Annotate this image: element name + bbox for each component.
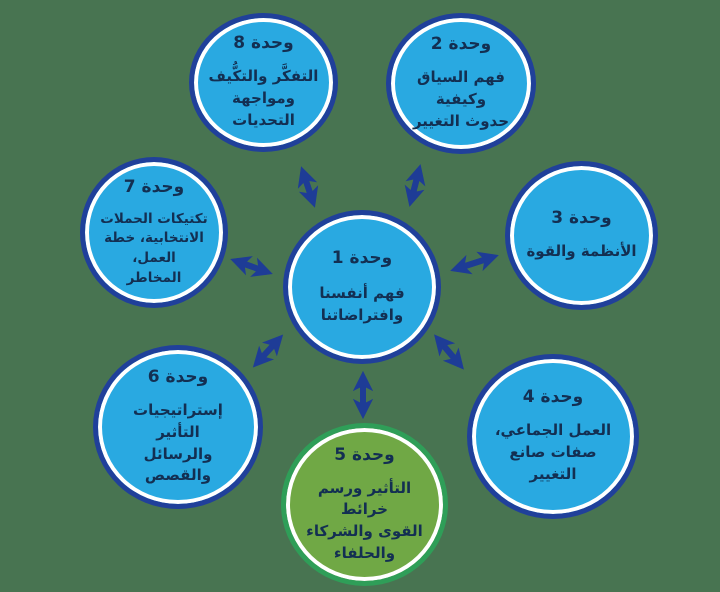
- double-arrow-unit1-unit7: [230, 256, 273, 277]
- double-arrow-unit1-unit3: [450, 251, 499, 275]
- unit-7-description: تكتيكات الحملات الانتخابية، خطة العمل، ا…: [100, 210, 208, 286]
- unit-2-description: فهم السياق وكيفية حدوث التغيير: [412, 68, 510, 130]
- unit-6-circle: وحدة 6 إستراتيجيات التأثير والرسائل والق…: [93, 345, 263, 509]
- unit-4-circle: وحدة 4 العمل الجماعي، صفات صانع التغيير: [467, 354, 639, 519]
- unit-6-title: وحدة 6: [147, 367, 209, 387]
- unit-3-circle: وحدة 3 الأنظمة والقوة: [505, 161, 658, 310]
- unit-1-circle: وحدة 1 فهم أنفسنا وافتراضاتنا: [283, 210, 441, 364]
- unit-4-description: العمل الجماعي، صفات صانع التغيير: [494, 421, 612, 483]
- unit-5-description: التأثير ورسم خرائط القوى والشركاء والحلف…: [306, 478, 423, 562]
- unit-1-title: وحدة 1: [331, 247, 393, 268]
- unit-7-title: وحدة 7: [123, 176, 185, 197]
- unit-1-description: فهم أنفسنا وافتراضاتنا: [319, 283, 405, 324]
- unit-3-description: الأنظمة والقوة: [526, 242, 637, 261]
- double-arrow-unit1-unit8: [297, 166, 319, 208]
- double-arrow-unit1-unit6: [252, 334, 284, 368]
- unit-8-title: وحدة 8: [233, 33, 294, 54]
- unit-5-circle: وحدة 5 التأثير ورسم خرائط القوى والشركاء…: [281, 423, 448, 586]
- unit-2-circle: وحدة 2 فهم السياق وكيفية حدوث التغيير: [386, 13, 536, 154]
- unit-6-description: إستراتيجيات التأثير والرسائل والقصص: [133, 401, 223, 485]
- unit-2-title: وحدة 2: [430, 34, 492, 55]
- double-arrow-unit1-unit2: [404, 164, 426, 207]
- unit-8-description: التفكَّر والتكُّيف ومواجهة التحديات: [208, 67, 319, 129]
- unit-3-title: وحدة 3: [551, 208, 612, 229]
- unit-5-title: وحدة 5: [334, 444, 395, 465]
- double-arrow-unit1-unit4: [434, 334, 464, 370]
- unit-4-title: وحدة 4: [522, 387, 584, 408]
- unit-7-circle: وحدة 7 تكتيكات الحملات الانتخابية، خطة ا…: [80, 157, 228, 308]
- unit-8-circle: وحدة 8 التفكَّر والتكُّيف ومواجهة التحدي…: [189, 13, 338, 152]
